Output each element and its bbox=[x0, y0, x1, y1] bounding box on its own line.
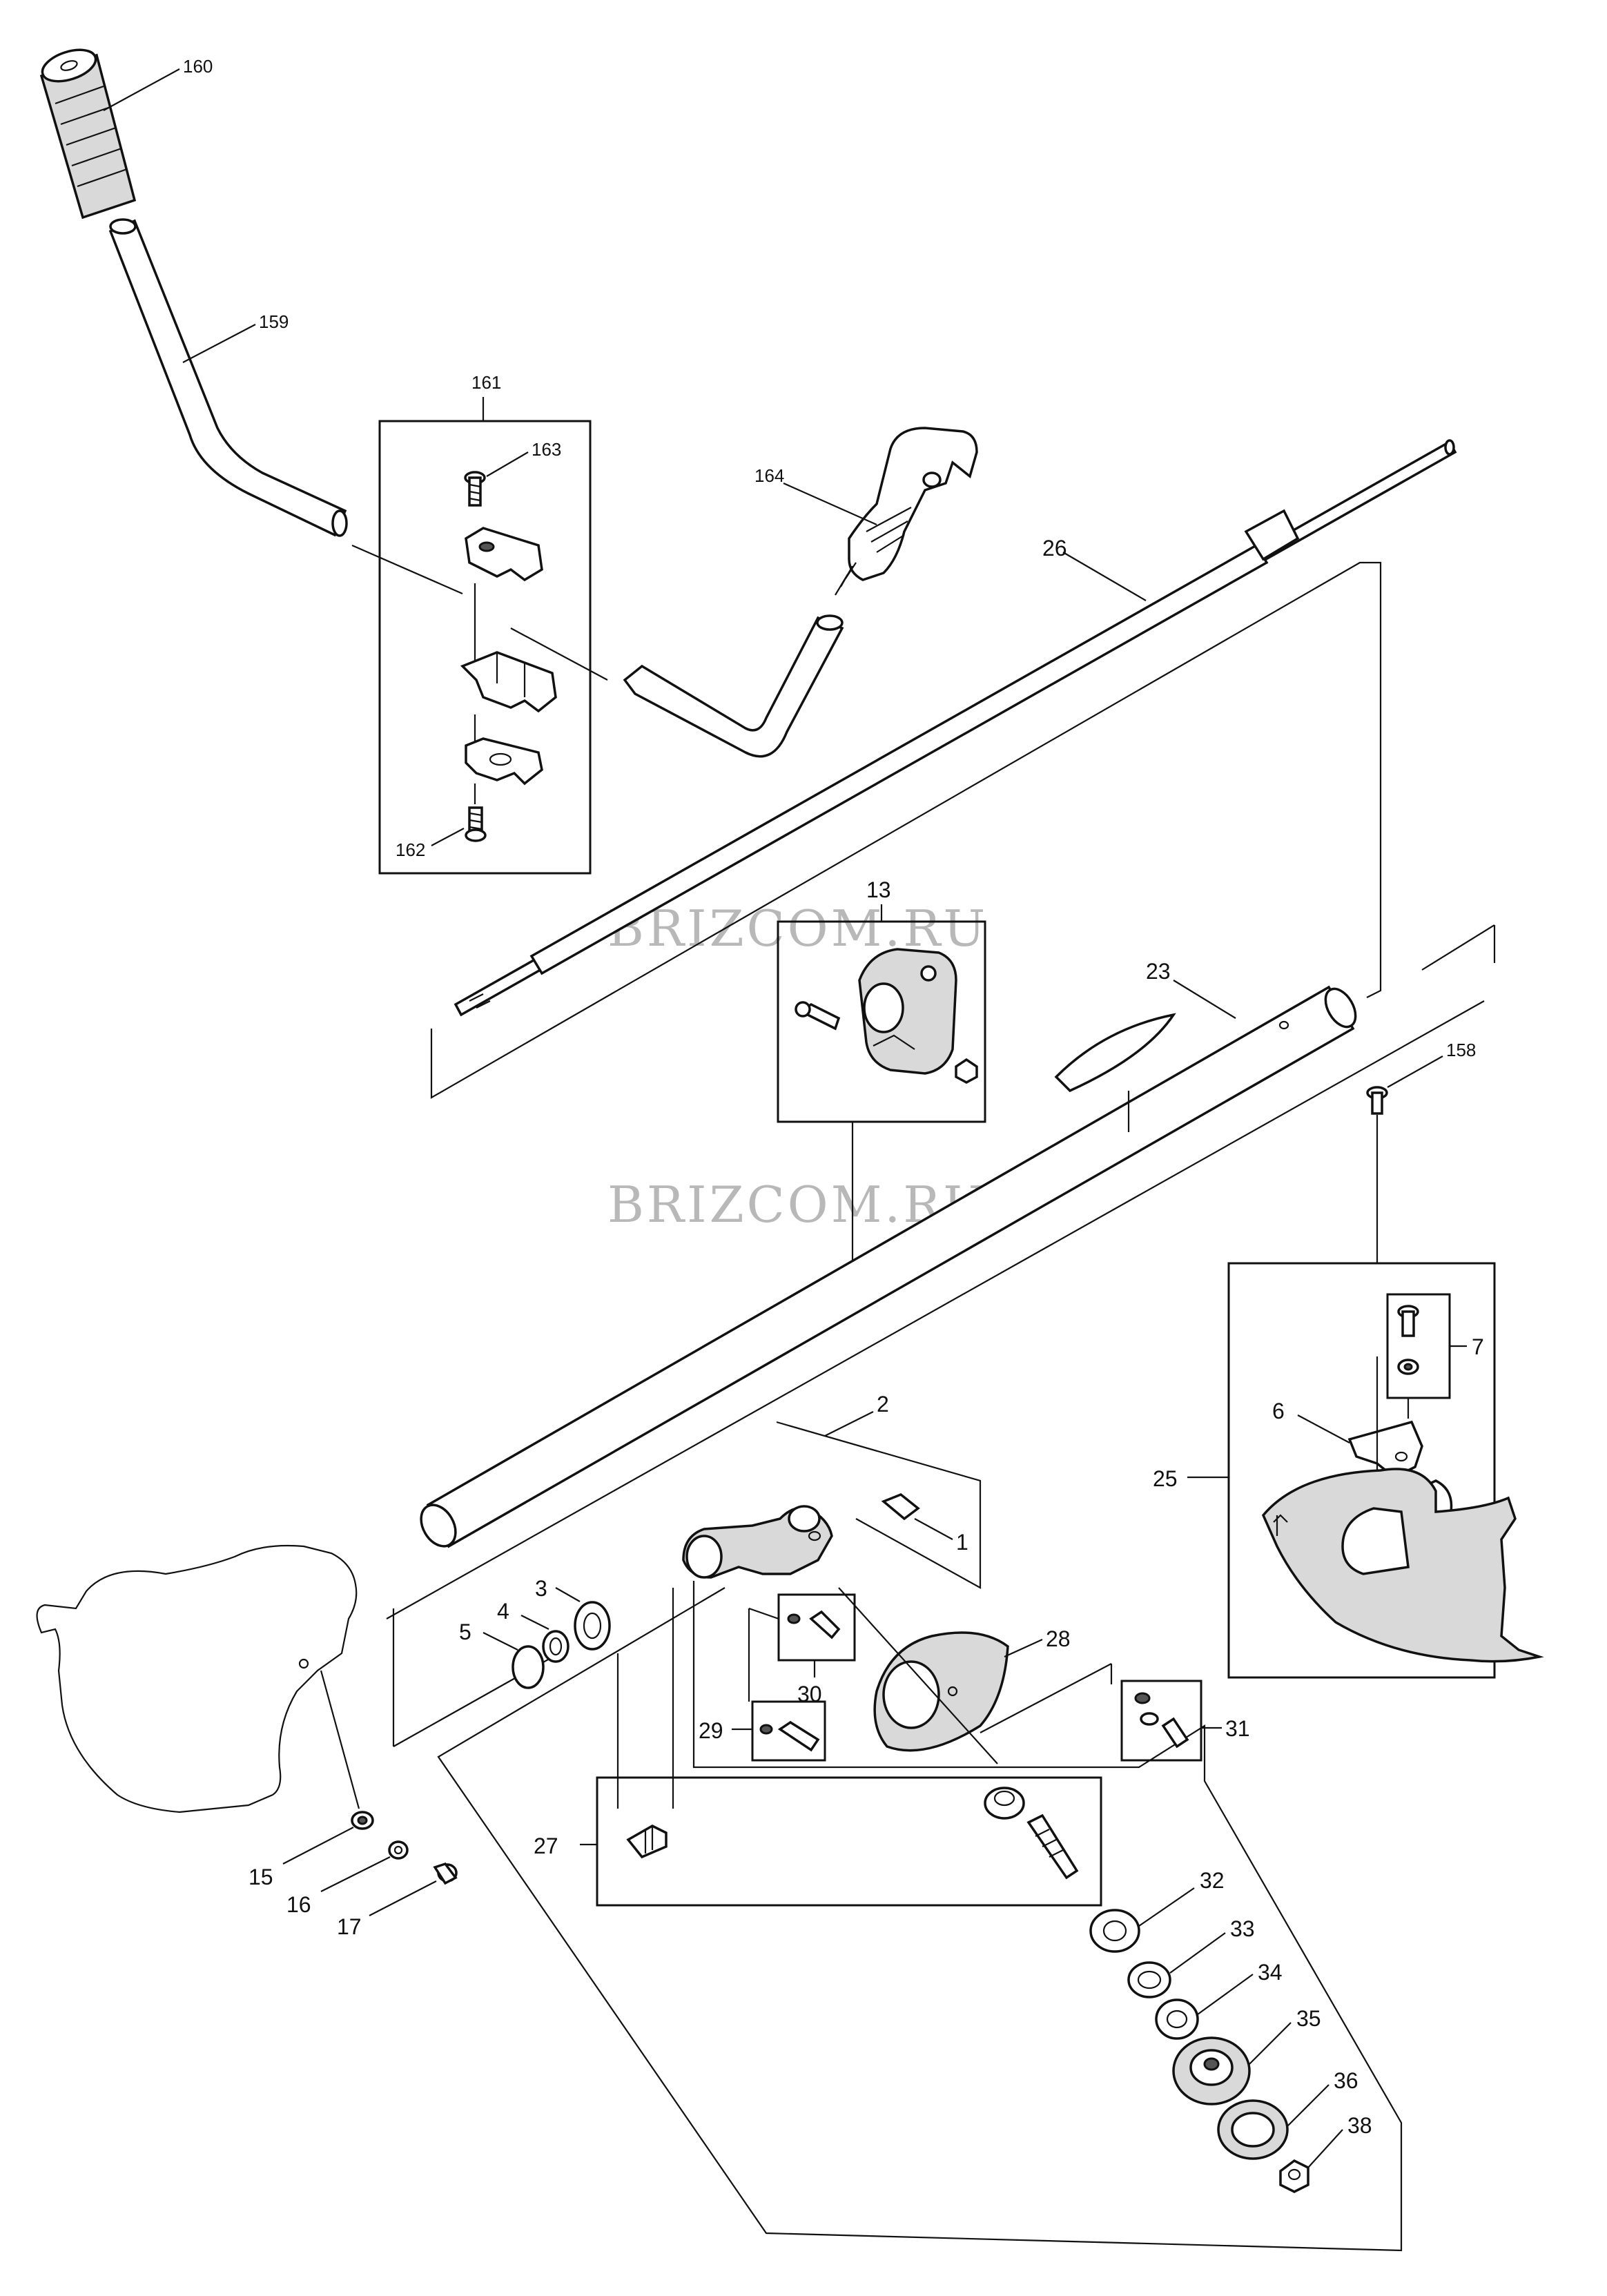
part-34-washer bbox=[1155, 1998, 1199, 2040]
callout-17: 17 bbox=[337, 1914, 362, 1939]
part-1-bolt bbox=[881, 1492, 920, 1521]
callout-2: 2 bbox=[877, 1392, 889, 1417]
part-33-circlip bbox=[1127, 1961, 1171, 1998]
label-sticker bbox=[1054, 1013, 1176, 1093]
part-159-handle-bar bbox=[108, 218, 348, 537]
part-27-gear-right bbox=[984, 1787, 1079, 1880]
callout-28: 28 bbox=[1046, 1626, 1071, 1651]
callout-32: 32 bbox=[1200, 1868, 1225, 1893]
part-5-circlip bbox=[512, 1645, 545, 1689]
callout-36: 36 bbox=[1334, 2068, 1358, 2093]
leader-160 bbox=[103, 68, 180, 111]
part-28-cover bbox=[873, 1631, 1009, 1752]
callout-31: 31 bbox=[1225, 1716, 1250, 1741]
callout-27: 27 bbox=[534, 1833, 558, 1858]
part-25-guard bbox=[1261, 1468, 1544, 1663]
clamp-upper bbox=[465, 527, 543, 582]
part-31-box bbox=[1120, 1680, 1202, 1762]
bracket-13-screw bbox=[795, 1001, 841, 1031]
part-3-bearing bbox=[574, 1601, 611, 1651]
part-38-nut bbox=[1279, 2159, 1309, 2193]
handle-bar-bent-section bbox=[623, 616, 844, 758]
leader-159 bbox=[182, 324, 256, 363]
callout-3: 3 bbox=[535, 1576, 547, 1601]
part-15-washer bbox=[351, 1811, 374, 1830]
callout-158: 158 bbox=[1446, 1040, 1476, 1060]
part-161-clamp-kit-box bbox=[378, 420, 592, 875]
part-27-pinion-left bbox=[626, 1825, 668, 1859]
callout-1: 1 bbox=[956, 1530, 968, 1555]
engine-outline bbox=[36, 1544, 358, 1813]
bracket-13-nut bbox=[955, 1058, 978, 1084]
bracket-13-body bbox=[858, 948, 957, 1075]
part-7-screw bbox=[1397, 1305, 1419, 1375]
callout-23: 23 bbox=[1146, 959, 1171, 984]
part-164-throttle-handle bbox=[835, 427, 978, 596]
part-158-screw bbox=[1366, 1086, 1388, 1115]
part-2-bracket-outline bbox=[776, 1421, 982, 1589]
callout-34: 34 bbox=[1258, 1960, 1283, 1985]
part-17-bolt bbox=[433, 1862, 458, 1885]
callout-6: 6 bbox=[1272, 1399, 1285, 1423]
part-29-bolt bbox=[759, 1720, 820, 1752]
callout-25: 25 bbox=[1153, 1466, 1178, 1491]
callout-161: 161 bbox=[471, 372, 501, 393]
callout-29: 29 bbox=[699, 1718, 723, 1743]
callout-35: 35 bbox=[1296, 2006, 1321, 2031]
callout-4: 4 bbox=[497, 1599, 509, 1624]
watermark-top: BRIZCOM.RU bbox=[607, 899, 988, 957]
callout-30: 30 bbox=[797, 1682, 822, 1706]
clamp-middle bbox=[460, 651, 557, 713]
callout-26: 26 bbox=[1042, 536, 1067, 561]
clamp-lower bbox=[465, 737, 543, 786]
part-35-holder bbox=[1172, 2036, 1251, 2105]
callout-7: 7 bbox=[1472, 1334, 1484, 1359]
callout-13: 13 bbox=[866, 877, 891, 902]
part-2-gear-head bbox=[682, 1505, 833, 1579]
part-16-washer bbox=[388, 1840, 409, 1860]
part-30-box bbox=[777, 1593, 856, 1662]
part-29-box bbox=[751, 1700, 826, 1762]
part-27-box bbox=[596, 1776, 1102, 1907]
callout-162: 162 bbox=[396, 839, 425, 860]
part-23-shaft-tube bbox=[420, 985, 1357, 1548]
callout-164: 164 bbox=[754, 465, 784, 486]
part-25-guard-box bbox=[1227, 1262, 1496, 1679]
part-163-bolt bbox=[464, 471, 486, 507]
part-31-fasteners bbox=[1134, 1692, 1189, 1749]
part-4-ring bbox=[542, 1630, 569, 1663]
part-162-bolt bbox=[465, 806, 487, 842]
part-32-bearing bbox=[1089, 1909, 1140, 1953]
callout-15: 15 bbox=[249, 1865, 273, 1889]
callout-16: 16 bbox=[286, 1892, 311, 1917]
callout-163: 163 bbox=[532, 439, 561, 460]
callout-33: 33 bbox=[1230, 1916, 1255, 1941]
part-36-cup bbox=[1217, 2099, 1289, 2160]
callout-159: 159 bbox=[259, 311, 289, 332]
part-160-grip bbox=[39, 48, 137, 220]
callout-5: 5 bbox=[459, 1619, 471, 1644]
part-30-bolt bbox=[787, 1610, 841, 1640]
callout-160: 160 bbox=[183, 56, 213, 77]
part-26-drive-shaft bbox=[454, 439, 1457, 1017]
callout-38: 38 bbox=[1347, 2113, 1372, 2138]
